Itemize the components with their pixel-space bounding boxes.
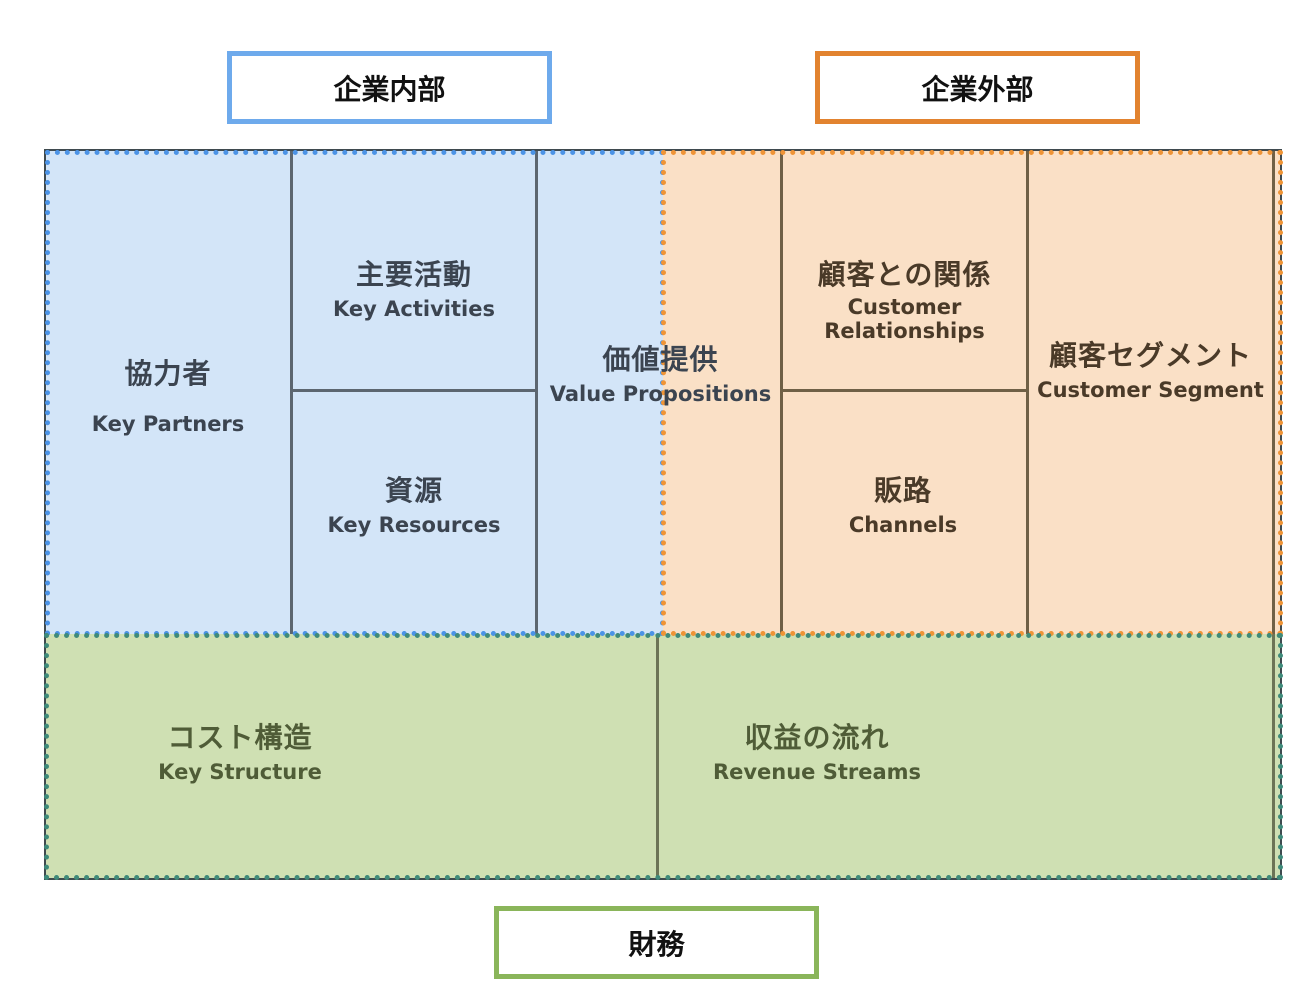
divider-value-relationships	[780, 151, 783, 634]
divider-cost-revenue	[656, 634, 659, 878]
value-propositions-en: Value Propositions	[549, 382, 772, 406]
external-region	[663, 151, 1280, 634]
external-label-box: 企業外部	[815, 51, 1140, 124]
cell-channels: 販路 Channels	[783, 469, 1023, 537]
revenue-streams-en: Revenue Streams	[712, 760, 922, 784]
cell-key-partners: 協力者 Key Partners	[46, 352, 290, 436]
cell-key-activities: 主要活動 Key Activities	[293, 253, 535, 321]
cell-revenue-streams: 収益の流れ Revenue Streams	[707, 716, 927, 784]
key-partners-jp: 協力者	[124, 357, 212, 390]
key-resources-en: Key Resources	[327, 513, 501, 537]
key-activities-jp: 主要活動	[355, 258, 472, 291]
revenue-streams-jp: 収益の流れ	[744, 721, 890, 754]
cell-value-propositions: 価値提供 Value Propositions	[538, 338, 783, 406]
internal-label-box: 企業内部	[227, 51, 552, 124]
divider-finance-right	[1272, 634, 1275, 878]
key-partners-en: Key Partners	[91, 412, 245, 436]
finance-label: 財務	[628, 927, 685, 961]
cell-cost-structure: コスト構造 Key Structure	[140, 716, 340, 784]
cell-customer-segment: 顧客セグメント Customer Segment	[1029, 334, 1272, 402]
finance-label-box: 財務	[494, 906, 819, 979]
cell-customer-relationships: 顧客との関係 Customer Relationships	[783, 253, 1026, 343]
customer-relationships-jp: 顧客との関係	[817, 258, 992, 291]
customer-segment-jp: 顧客セグメント	[1048, 339, 1252, 372]
cost-structure-en: Key Structure	[158, 760, 322, 784]
key-resources-jp: 資源	[384, 474, 443, 507]
internal-label: 企業内部	[333, 72, 446, 106]
cost-structure-jp: コスト構造	[167, 721, 313, 754]
value-propositions-jp: 価値提供	[602, 343, 719, 376]
divider-relationships-segment	[1026, 151, 1029, 634]
key-activities-en: Key Activities	[333, 297, 495, 321]
customer-relationships-en-1: Customer	[847, 295, 962, 319]
divider-activities-resources	[290, 389, 538, 392]
channels-en: Channels	[848, 513, 958, 537]
channels-jp: 販路	[873, 474, 932, 507]
cell-key-resources: 資源 Key Resources	[293, 469, 535, 537]
divider-activities-value	[535, 151, 538, 634]
divider-segment-right	[1272, 151, 1275, 634]
divider-partners-activities	[290, 151, 293, 634]
internal-region	[46, 151, 663, 634]
divider-relationships-channels	[780, 389, 1029, 392]
customer-relationships-en-2: Relationships	[824, 319, 985, 343]
finance-region	[46, 634, 1280, 878]
customer-segment-en: Customer Segment	[1037, 378, 1264, 402]
external-label: 企業外部	[921, 72, 1034, 106]
